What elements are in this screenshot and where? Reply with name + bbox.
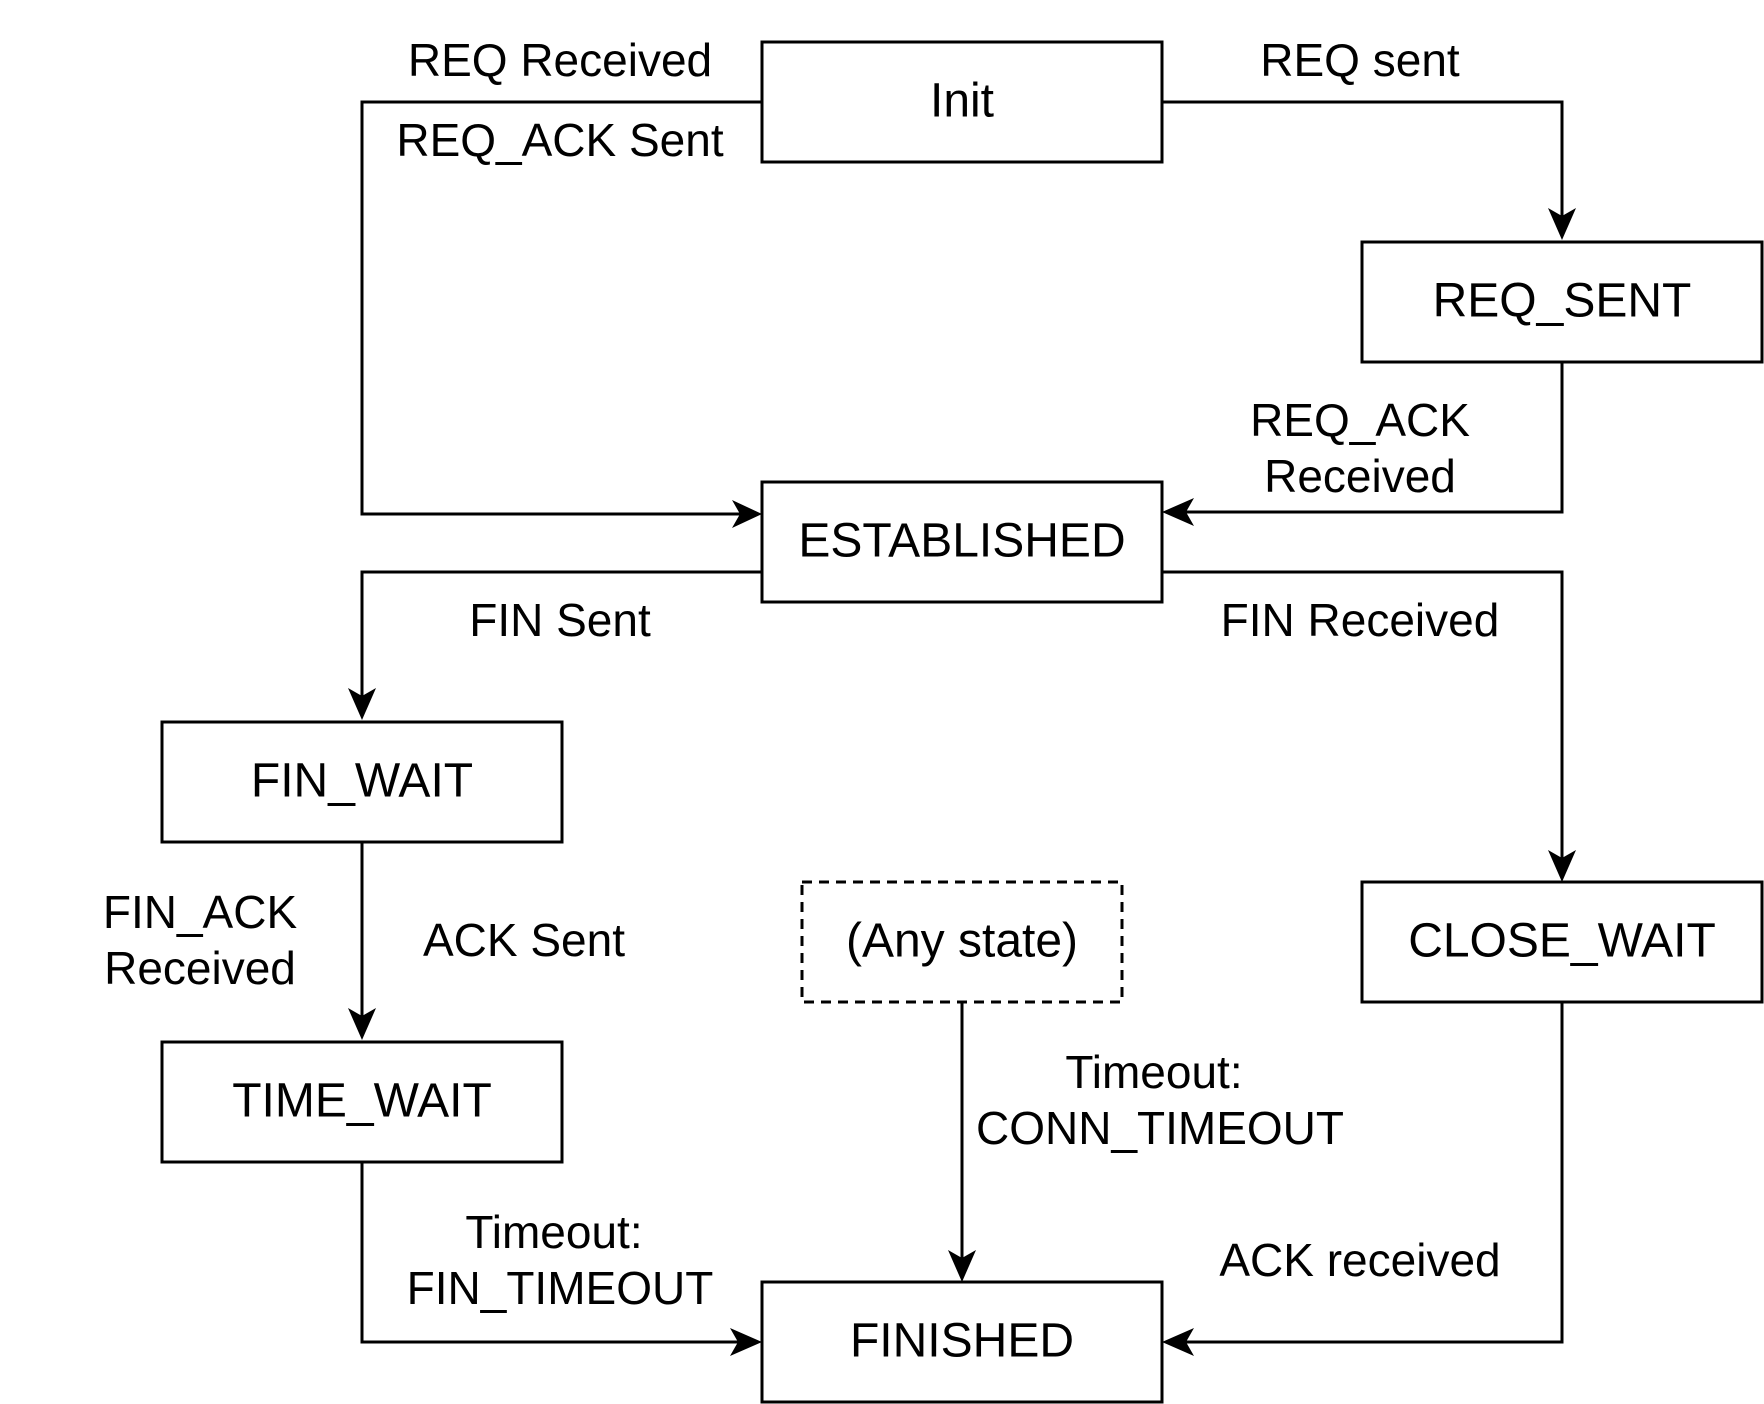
arrowhead-icon (948, 1250, 976, 1282)
edge-time-wait-to-finished (360, 1162, 742, 1344)
arrowhead-icon (348, 1008, 376, 1040)
edge-label-timeout-conn: Timeout: (1065, 1046, 1242, 1098)
state-finished: FINISHED (760, 1280, 1164, 1404)
edge-label-fin-sent: FIN Sent (469, 594, 651, 646)
edge-label-fin-timeout: FIN_TIMEOUT (407, 1262, 714, 1314)
state-label-time-wait: TIME_WAIT (232, 1075, 492, 1128)
edge-label-req-received: REQ Received (408, 34, 712, 86)
state-req-sent: REQ_SENT (1360, 240, 1764, 364)
edge-established-to-fin-wait (360, 570, 762, 700)
state-label-init: Init (930, 75, 994, 128)
arrowhead-icon (732, 500, 762, 528)
arrowhead-icon (730, 1328, 762, 1356)
state-init: Init (760, 40, 1164, 164)
edge-label-fin-ack: FIN_ACK (103, 886, 298, 938)
edge-label-req-sent: REQ sent (1260, 34, 1460, 86)
edge-label-timeout-fin: Timeout: (465, 1206, 642, 1258)
arrowhead-icon (348, 688, 376, 720)
edge-init-to-req-sent (1162, 100, 1564, 220)
edge-label-ack-sent: ACK Sent (423, 914, 625, 966)
edge-label-ack-received: ACK received (1219, 1234, 1500, 1286)
state-any: (Any state) (800, 880, 1124, 1004)
state-label-any: (Any state) (846, 915, 1078, 968)
state-established: ESTABLISHED (760, 480, 1164, 604)
arrowhead-icon (1548, 850, 1576, 882)
state-label-finished: FINISHED (850, 1315, 1074, 1368)
arrowhead-icon (1162, 498, 1194, 526)
edge-established-to-close-wait (1162, 570, 1564, 862)
edge-req-sent-to-established (1182, 362, 1564, 514)
state-fin-wait: FIN_WAIT (160, 720, 564, 844)
edge-label-conn-timeout: CONN_TIMEOUT (976, 1102, 1344, 1154)
state-close-wait: CLOSE_WAIT (1360, 880, 1764, 1004)
edge-init-to-established (360, 100, 762, 516)
edge-label-fin-received: FIN Received (1221, 594, 1500, 646)
edge-label-fin-ack-received: Received (104, 942, 296, 994)
edge-label-req-ack-sent: REQ_ACK Sent (396, 114, 723, 166)
state-label-established: ESTABLISHED (798, 515, 1125, 568)
state-label-req-sent: REQ_SENT (1433, 275, 1692, 328)
arrowhead-icon (1162, 1328, 1194, 1356)
edge-label-req-ack: REQ_ACK (1250, 394, 1470, 446)
state-label-close-wait: CLOSE_WAIT (1408, 915, 1716, 968)
edge-label-req-ack-received: Received (1264, 450, 1456, 502)
state-time-wait: TIME_WAIT (160, 1040, 564, 1164)
arrowhead-icon (1548, 208, 1576, 240)
state-label-fin-wait: FIN_WAIT (251, 755, 473, 808)
edge-close-wait-to-finished (1182, 1002, 1564, 1344)
